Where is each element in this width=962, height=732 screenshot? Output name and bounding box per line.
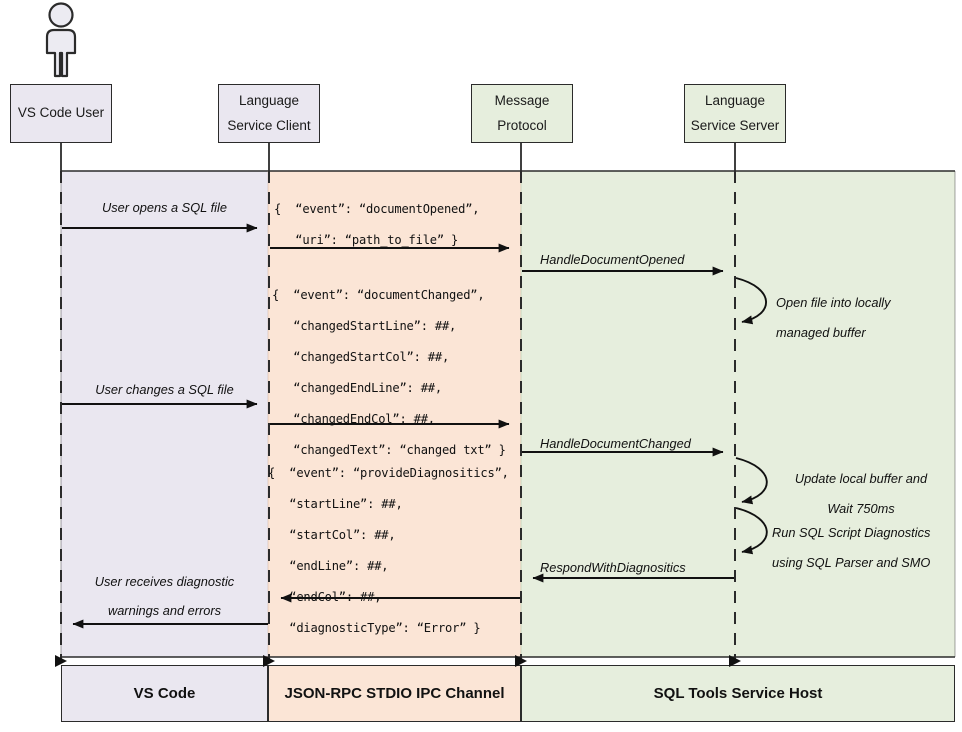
participant-label-line2: Service Server <box>690 117 780 133</box>
payload-line: “endLine”: ##, <box>268 559 389 573</box>
payload-line: “diagnosticType”: “Error” } <box>268 621 481 635</box>
message-line-1: User opens a SQL file <box>102 200 227 215</box>
payload-document-changed: { “event”: “documentChanged”, “changedSt… <box>272 288 506 457</box>
participant-label-line1: VS Code User <box>17 105 105 121</box>
message-line-2: warnings and errors <box>107 602 222 618</box>
band-vs-code <box>61 171 268 657</box>
message-label-handle-document-changed: HandleDocumentChanged <box>540 436 691 451</box>
message-label-user-receives-diagnostics: User receives diagnostic warnings and er… <box>61 574 268 618</box>
payload-line: “changedEndCol”: ##, <box>272 412 435 426</box>
note-open-file-into-buffer: Open file into locally managed buffer <box>776 296 891 340</box>
participant-label-line1: Message <box>494 92 550 108</box>
note-line-2: using SQL Parser and SMO <box>772 555 931 571</box>
participant-vs-code-user[interactable]: VS Code User <box>10 84 112 143</box>
legend-sql-tools: SQL Tools Service Host <box>521 665 955 722</box>
legend-vs-code: VS Code <box>61 665 268 722</box>
participant-label-line2: Service Client <box>227 117 311 133</box>
message-line-1: HandleDocumentOpened <box>540 252 685 267</box>
person-icon <box>32 2 90 78</box>
message-label-respond-with-diagnositics: RespondWithDiagnositics <box>540 560 686 575</box>
message-label-user-changes-sql-file: User changes a SQL file <box>61 382 268 397</box>
legend-label: SQL Tools Service Host <box>653 685 823 702</box>
legend-jsonrpc: JSON-RPC STDIO IPC Channel <box>268 665 521 722</box>
payload-line: { “event”: “documentChanged”, <box>272 288 485 302</box>
note-line-1: Run SQL Script Diagnostics <box>772 525 931 540</box>
note-line-2: Wait 750ms <box>827 501 895 517</box>
payload-line: “endCol”: ##, <box>268 590 382 604</box>
participant-label-line1: Language <box>704 92 766 108</box>
payload-line: “changedText”: “changed txt” } <box>272 443 506 457</box>
message-line-1: User receives diagnostic <box>94 574 235 589</box>
legend-label: JSON-RPC STDIO IPC Channel <box>284 685 505 702</box>
participant-label-line2: Protocol <box>497 117 547 133</box>
payload-line: “startLine”: ##, <box>268 497 403 511</box>
message-line-1: HandleDocumentChanged <box>540 436 691 451</box>
note-line-2: managed buffer <box>776 325 866 341</box>
payload-line: “changedStartLine”: ##, <box>272 319 457 333</box>
participant-language-service-client[interactable]: Language Service Client <box>218 84 320 143</box>
payload-line: “startCol”: ##, <box>268 528 396 542</box>
payload-line: “uri”: “path_to_file” } <box>274 233 459 247</box>
participant-language-service-server[interactable]: Language Service Server <box>684 84 786 143</box>
payload-document-opened: { “event”: “documentOpened”, “uri”: “pat… <box>274 202 480 247</box>
payload-line: “changedStartCol”: ##, <box>272 350 450 364</box>
legend-label: VS Code <box>133 685 196 702</box>
message-line-1: RespondWithDiagnositics <box>540 560 686 575</box>
payload-provide-diagnositics: { “event”: “provideDiagnositics”, “start… <box>268 466 509 635</box>
message-label-handle-document-opened: HandleDocumentOpened <box>540 252 685 267</box>
note-line-1: Update local buffer and <box>794 471 928 486</box>
message-label-user-opens-sql-file: User opens a SQL file <box>61 200 268 215</box>
note-update-buffer-wait: Update local buffer and Wait 750ms <box>776 472 946 516</box>
band-jsonrpc <box>268 171 521 657</box>
payload-line: { “event”: “provideDiagnositics”, <box>268 466 509 480</box>
participant-message-protocol[interactable]: Message Protocol <box>471 84 573 143</box>
payload-line: “changedEndLine”: ##, <box>272 381 442 395</box>
note-line-1: Open file into locally <box>776 295 891 310</box>
payload-line: { “event”: “documentOpened”, <box>274 202 480 216</box>
note-run-sql-diagnostics: Run SQL Script Diagnostics using SQL Par… <box>772 526 930 570</box>
band-sql-tools-host <box>521 171 955 657</box>
message-line-1: User changes a SQL file <box>95 382 234 397</box>
participant-label-line1: Language <box>238 92 300 108</box>
